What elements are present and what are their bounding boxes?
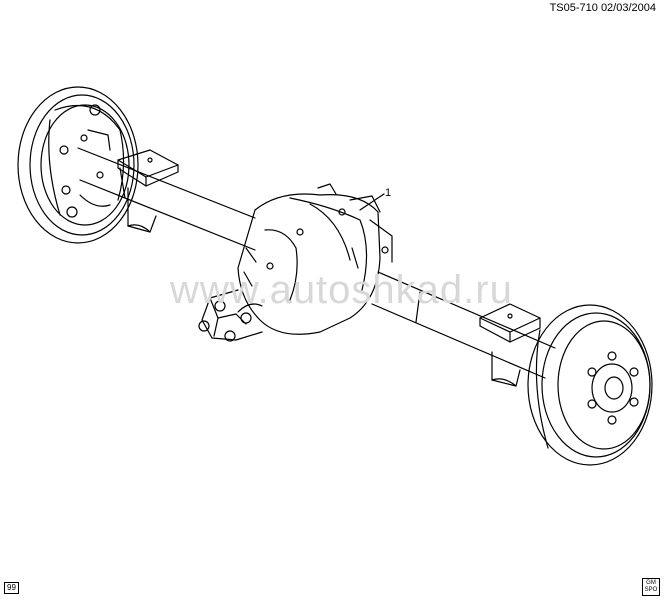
differential-carrier (237, 183, 393, 335)
icon-label-2: SPO (644, 587, 658, 593)
watermark: www.autoshkad.ru (170, 268, 513, 312)
right-brake-drum (527, 304, 653, 466)
illustration-code: 99 (4, 582, 19, 594)
icon-label-1: GM (646, 580, 656, 586)
callout-leader (359, 193, 385, 211)
left-axle-tube (77, 147, 256, 251)
reference-number: TS05-710 02/03/2004 (549, 2, 656, 14)
callout-1: 1 (385, 187, 392, 199)
left-brake-assembly (17, 86, 139, 244)
pinion-yoke (198, 289, 263, 342)
left-spring-pad (117, 149, 179, 233)
service-book-icon: GM SPO (642, 578, 660, 596)
right-spring-pad (479, 303, 541, 387)
